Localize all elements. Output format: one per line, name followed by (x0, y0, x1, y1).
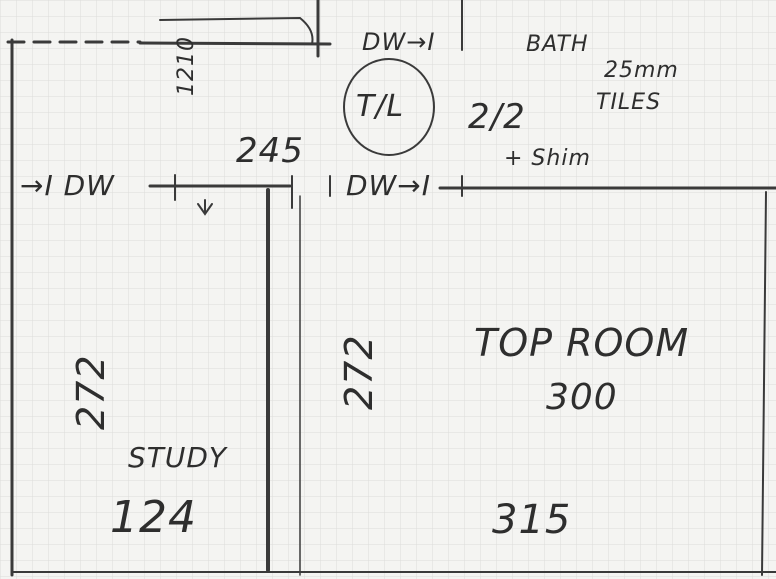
ratio-label: 2/2 (468, 97, 526, 137)
mid-height-label: 272 (337, 334, 381, 410)
tiles-size-label: 25mm (604, 58, 679, 83)
arrow-1210 (197, 199, 213, 216)
top-room-width-label: 315 (492, 497, 572, 543)
tiles-label: TILES (596, 90, 662, 115)
study-width-label: 124 (110, 492, 197, 543)
dim-1210-label: 1210 (174, 36, 199, 96)
dim-245-label: 245 (236, 131, 304, 171)
tl-circle (343, 58, 435, 156)
plus-shim-label: + Shim (504, 146, 591, 171)
right-wall (761, 191, 767, 576)
study-height-label: 272 (69, 354, 113, 430)
top-wall (138, 41, 332, 46)
top-room-label: TOP ROOM (474, 321, 690, 365)
dw-top-label: DW→I (362, 28, 436, 56)
bath-label: BATH (526, 32, 589, 57)
dw-left-label: →I DW (20, 169, 115, 202)
study-label: STUDY (128, 441, 228, 474)
door-swing-arc (159, 16, 314, 45)
top-room-num-label: 300 (546, 377, 618, 418)
tl-label: T/L (356, 89, 405, 124)
dw-mid-label: DW→I (346, 169, 431, 202)
